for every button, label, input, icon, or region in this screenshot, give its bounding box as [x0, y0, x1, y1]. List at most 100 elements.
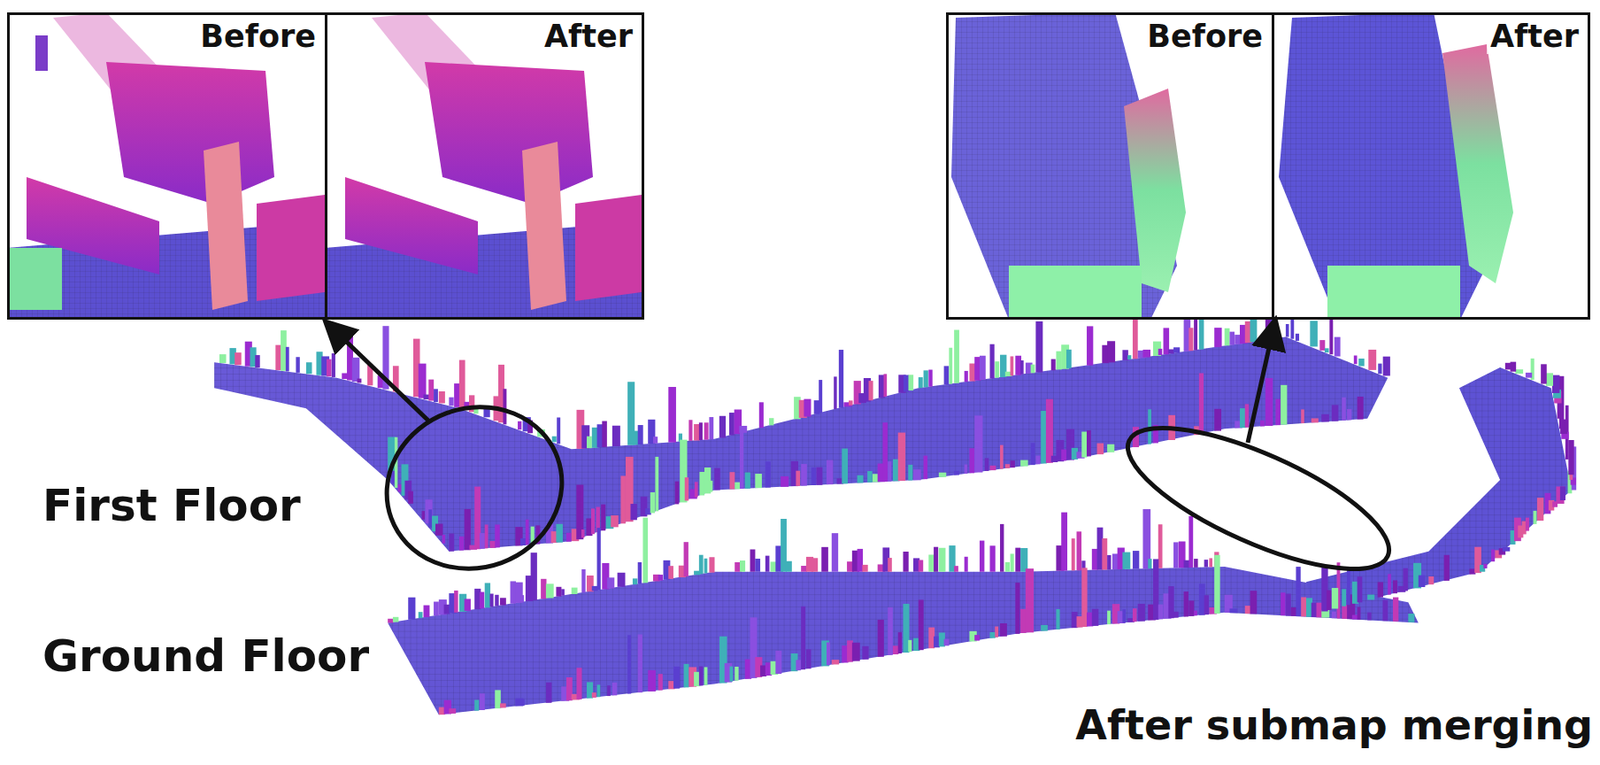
- wall-strip: [1407, 613, 1415, 623]
- wall-strip: [433, 601, 439, 616]
- wall-strip: [1214, 327, 1222, 347]
- wall-strip: [1341, 397, 1346, 421]
- wall-strip: [938, 472, 947, 477]
- wall-strip: [1326, 589, 1332, 609]
- wall-strip: [1030, 442, 1036, 465]
- wall-strip: [1107, 444, 1115, 453]
- wall-strip: [448, 532, 454, 551]
- wall-strip: [694, 481, 699, 497]
- wall-strip: [918, 599, 924, 650]
- wall-strip: [357, 378, 362, 384]
- wall-strip: [729, 666, 733, 682]
- wall-strip: [617, 572, 626, 587]
- panel-label: Before: [1143, 18, 1267, 54]
- wall-strip: [699, 471, 705, 496]
- wall-strip: [745, 472, 751, 489]
- wall-strip: [907, 639, 912, 652]
- wall-strip: [729, 412, 735, 435]
- wall-strip: [1515, 369, 1524, 374]
- wall-strip: [990, 465, 997, 470]
- wall-strip: [1020, 360, 1024, 375]
- wall-strip: [326, 359, 332, 377]
- wall-strip: [1193, 610, 1198, 616]
- wall-strip: [1353, 355, 1358, 365]
- wall-strip: [428, 379, 434, 401]
- wall-strip: [974, 634, 980, 640]
- wall-strip: [546, 583, 554, 598]
- wall-strip: [709, 480, 714, 493]
- wall-strip: [489, 593, 493, 608]
- floor-label: First Floor: [42, 481, 301, 531]
- wall-strip: [473, 408, 478, 414]
- wall-strip: [1403, 568, 1408, 592]
- inset-panel: After: [324, 12, 645, 320]
- wall-strip: [597, 684, 601, 697]
- wall-strip: [1568, 439, 1574, 475]
- wall-strip: [1010, 355, 1015, 376]
- wall-strip: [1015, 547, 1021, 572]
- wall-strip: [1377, 363, 1382, 375]
- wall-strip: [1377, 581, 1384, 597]
- wall-strip: [1000, 445, 1004, 470]
- wall-strip: [638, 634, 643, 693]
- wall-strip: [1138, 603, 1146, 622]
- wall-strip: [1552, 375, 1561, 393]
- wall-strip: [561, 588, 565, 595]
- wall-strip: [857, 475, 864, 484]
- wall-strip: [1285, 323, 1290, 338]
- wall-strip: [979, 355, 986, 380]
- wall-strip: [280, 330, 287, 371]
- wall-strip: [1265, 377, 1273, 426]
- wall-strip: [1291, 607, 1298, 616]
- wall-strip: [1055, 608, 1060, 630]
- wall-strip: [826, 642, 831, 666]
- wall-strip: [275, 345, 282, 370]
- wall-strip: [765, 555, 770, 572]
- wall-strip: [811, 467, 816, 485]
- wall-strip: [438, 391, 446, 403]
- wall-strip: [1051, 359, 1056, 371]
- wall-strip: [1367, 594, 1375, 600]
- wall-strip: [597, 527, 601, 590]
- wall-strip: [1173, 541, 1179, 568]
- wall-strip: [1214, 554, 1220, 614]
- wall-strip: [352, 357, 361, 382]
- wall-strip: [883, 373, 887, 397]
- wall-strip: [1000, 623, 1008, 637]
- wall-strip: [1163, 327, 1170, 354]
- wall-strip: [1020, 547, 1028, 572]
- wall-strip: [867, 470, 873, 483]
- wall-strip: [964, 464, 968, 474]
- wall-strip: [435, 523, 443, 536]
- wall-strip: [861, 564, 868, 572]
- wall-strip: [1537, 497, 1544, 521]
- wall-strip: [1188, 515, 1193, 568]
- wall-strip: [552, 436, 557, 443]
- wall-strip: [591, 507, 595, 534]
- wall-strip: [632, 577, 638, 585]
- wall-strip: [969, 447, 975, 473]
- panel-label: Before: [196, 18, 320, 54]
- wall-strip: [546, 682, 553, 703]
- wall-strip: [576, 667, 583, 700]
- wall-strip: [704, 666, 708, 685]
- wall-strip: [1491, 549, 1495, 562]
- wall-strip: [684, 541, 689, 577]
- wall-strip: [423, 605, 431, 617]
- wall-strip: [630, 503, 638, 520]
- wall-strip: [1525, 372, 1532, 378]
- wall-strip: [831, 659, 839, 664]
- wall-strip: [907, 464, 913, 481]
- figure-caption-label: After submap merging: [1075, 702, 1593, 748]
- wall-strip: [607, 576, 615, 588]
- wall-strip: [1147, 558, 1152, 569]
- wall-strip: [1483, 563, 1487, 569]
- wall-strip: [494, 523, 500, 547]
- wall-strip: [948, 347, 953, 385]
- wall-strip: [918, 376, 924, 388]
- wall-strip: [1107, 610, 1111, 624]
- wall-strip: [831, 532, 839, 572]
- wall-strip: [833, 376, 837, 409]
- wall-strip: [852, 642, 861, 662]
- wall-strip: [1081, 431, 1087, 458]
